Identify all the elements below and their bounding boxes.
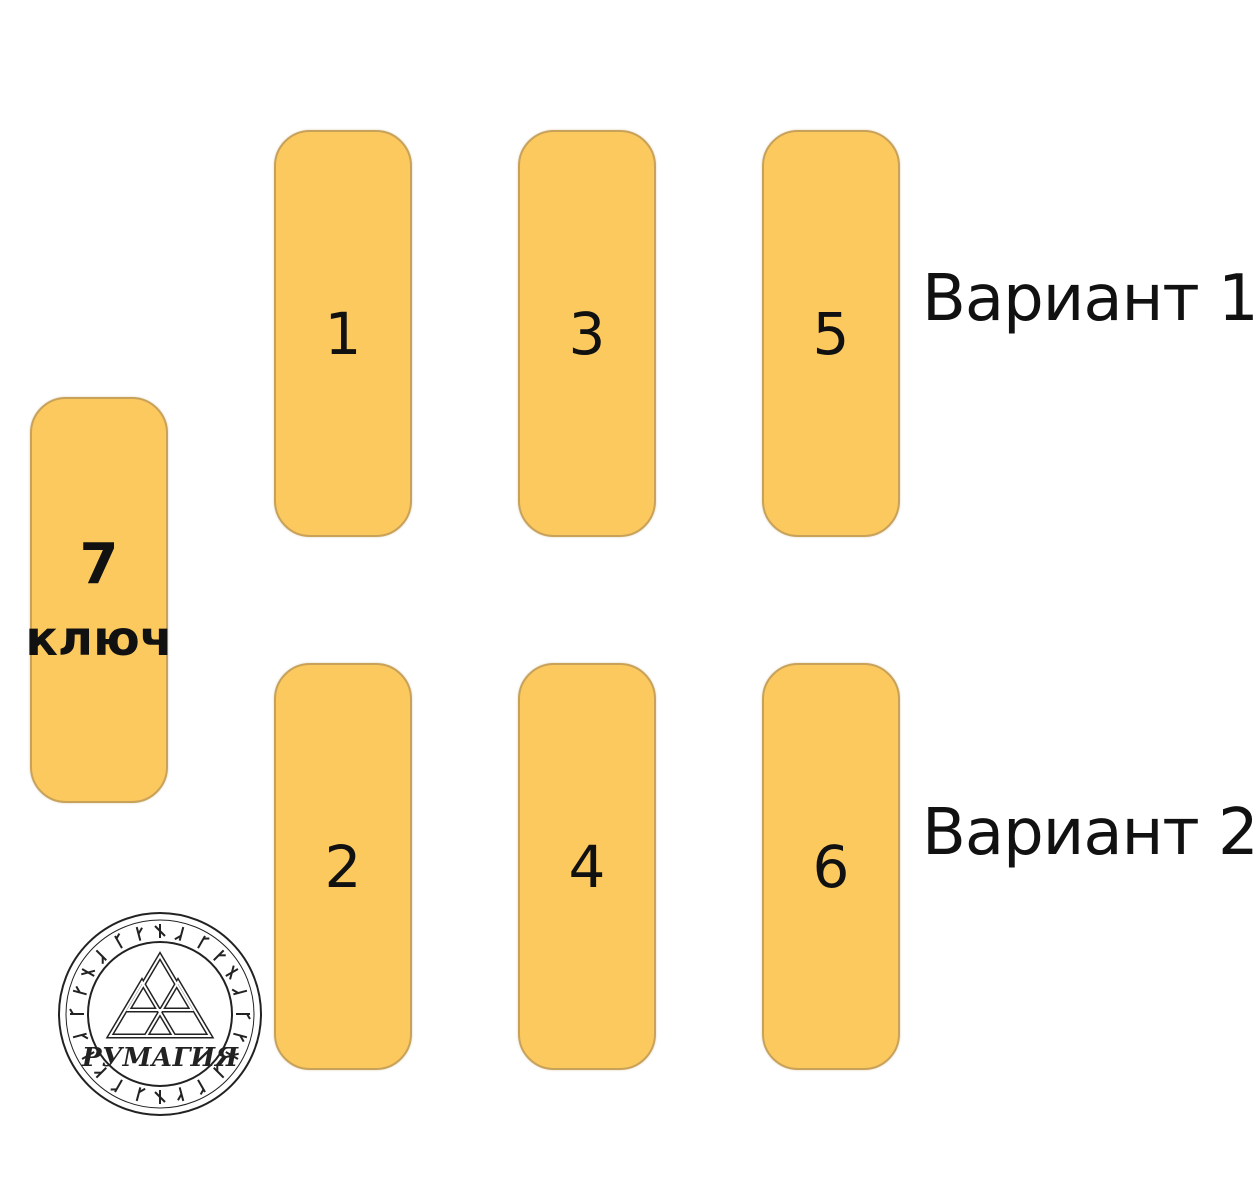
- card-sublabel: ключ: [25, 611, 173, 667]
- card-6: 6: [762, 663, 900, 1070]
- row-label-variant-2: Вариант 2: [922, 796, 1258, 870]
- card-4: 4: [518, 663, 656, 1070]
- card-number: 1: [324, 299, 362, 368]
- card-3: 3: [518, 130, 656, 537]
- card-2: 2: [274, 663, 412, 1070]
- card-number: 2: [324, 832, 362, 901]
- card-number: 4: [568, 832, 606, 901]
- row-label-variant-1: Вариант 1: [922, 262, 1258, 336]
- card-number: 5: [812, 299, 850, 368]
- card-1: 1: [274, 130, 412, 537]
- seal-text: РУМАГИЯ: [81, 1043, 239, 1073]
- card-number: 6: [812, 832, 850, 901]
- card-5: 5: [762, 130, 900, 537]
- card-7-key: 7 ключ: [25, 397, 173, 803]
- card-number: 7: [79, 532, 119, 597]
- valknut-rune-circle-icon: РУМАГИЯ: [58, 912, 262, 1116]
- card-number: 3: [568, 299, 606, 368]
